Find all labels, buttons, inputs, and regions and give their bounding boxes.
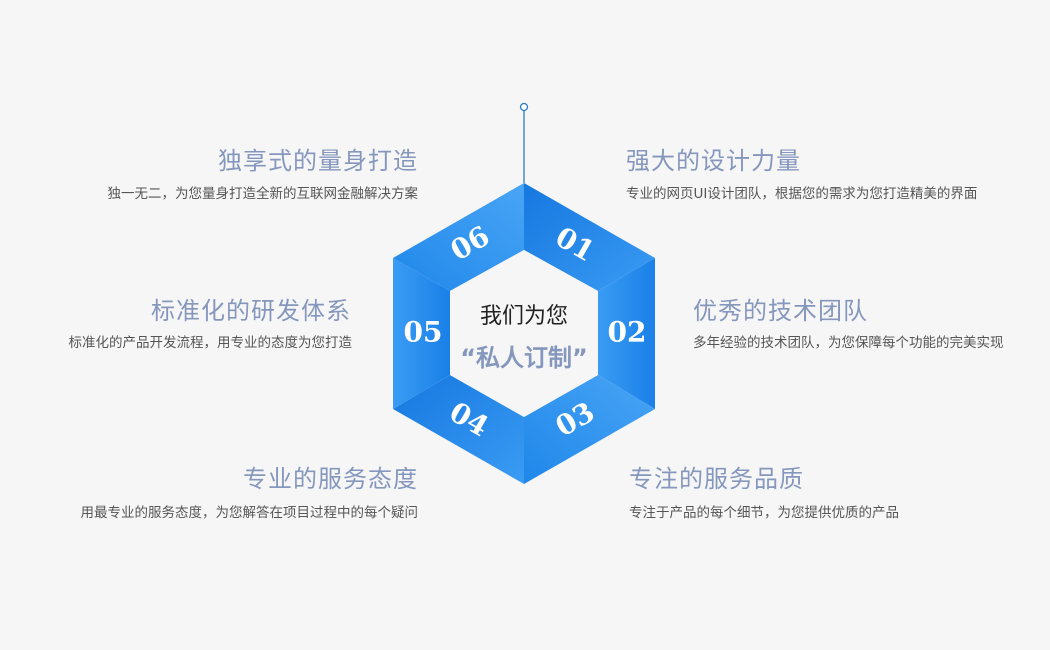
feature-04-title: 专业的服务态度 <box>243 465 418 493</box>
center-heading: 我们为您 <box>479 304 568 329</box>
segment-06[interactable] <box>393 183 524 291</box>
feature-05-title: 标准化的研发体系 <box>151 297 351 325</box>
feature-03-title: 专注的服务品质 <box>629 465 804 493</box>
center-subheading: “私人订制” <box>460 344 588 372</box>
segment-05[interactable] <box>393 258 450 409</box>
connector-dot <box>519 102 529 112</box>
feature-03-desc: 专注于产品的每个细节，为您提供优质的产品 <box>629 505 899 521</box>
feature-06-desc: 独一无二，为您量身打造全新的互联网金融解决方案 <box>107 186 419 202</box>
segment-02[interactable] <box>598 258 655 409</box>
number-02: 02 <box>608 316 647 349</box>
segment-03[interactable] <box>524 375 655 484</box>
number-05: 05 <box>404 316 443 349</box>
feature-05-desc: 标准化的产品开发流程，用专业的态度为您打造 <box>68 335 353 351</box>
feature-02-title: 优秀的技术团队 <box>693 297 868 325</box>
segment-01[interactable] <box>524 183 655 291</box>
feature-02-desc: 多年经验的技术团队，为您保障每个功能的完美实现 <box>693 335 1004 351</box>
feature-04-desc: 用最专业的服务态度，为您解答在项目过程中的每个疑问 <box>80 505 419 521</box>
segment-04[interactable] <box>393 375 524 484</box>
feature-06-title: 独享式的量身打造 <box>218 147 418 175</box>
feature-01-desc: 专业的网页UI设计团队，根据您的需求为您打造精美的界面 <box>626 186 978 202</box>
feature-01-title: 强大的设计力量 <box>626 147 801 175</box>
inner-hexagon <box>450 250 598 417</box>
